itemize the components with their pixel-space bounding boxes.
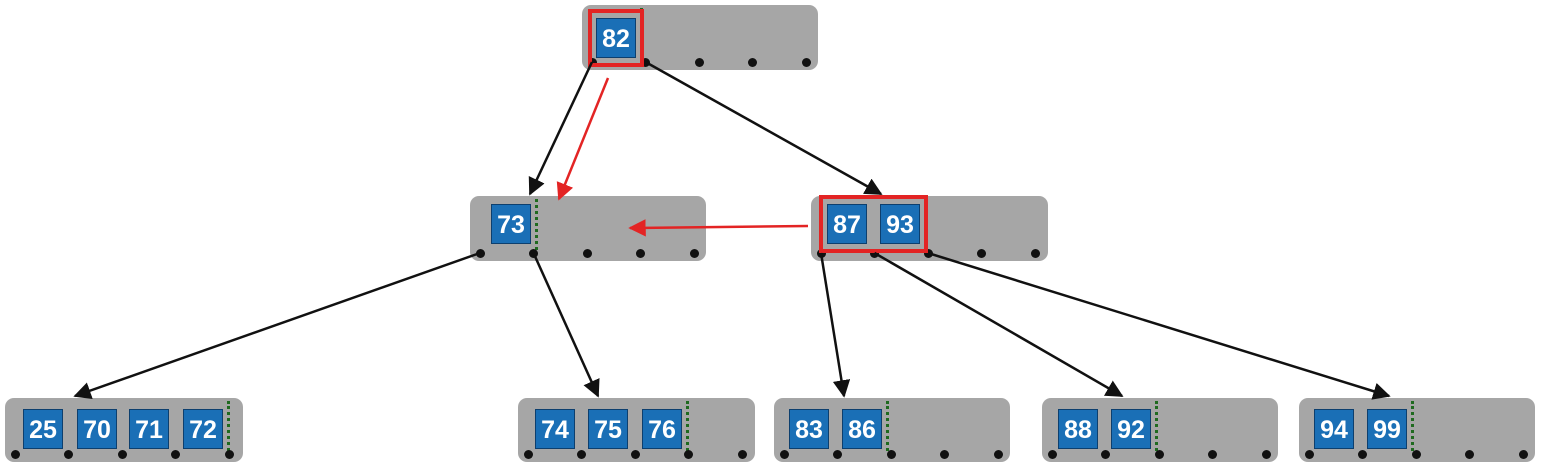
pointer-dot-leaf5-3 bbox=[1465, 449, 1474, 459]
pointer-dot-leaf2-1 bbox=[577, 449, 586, 459]
key-leaf1-25: 25 bbox=[23, 409, 63, 449]
key-leaf5-94: 94 bbox=[1314, 409, 1354, 449]
key-leaf4-92: 92 bbox=[1111, 409, 1151, 449]
pointer-dot-root-4 bbox=[801, 57, 811, 67]
pointer-dot-l1b-4 bbox=[1030, 248, 1040, 258]
pointer-dot-leaf5-1 bbox=[1358, 449, 1367, 459]
pointer-dot-leaf4-2 bbox=[1154, 449, 1164, 459]
pointer-dot-leaf3-3 bbox=[940, 449, 949, 459]
key-leaf1-70: 70 bbox=[77, 409, 117, 449]
pointer-dot-l1a-2 bbox=[582, 248, 592, 258]
red-arrow-l1b-to-l1a bbox=[628, 219, 809, 237]
pointer-dot-leaf1-4 bbox=[224, 449, 234, 459]
key-leaf3-83: 83 bbox=[789, 409, 829, 449]
pointer-dot-leaf2-3 bbox=[684, 449, 693, 459]
pointer-dot-leaf5-2 bbox=[1411, 449, 1421, 459]
pointer-dot-root-2 bbox=[694, 57, 704, 67]
separator-leaf2 bbox=[686, 401, 689, 451]
key-leaf4-88: 88 bbox=[1058, 409, 1098, 449]
key-leaf2-75: 75 bbox=[588, 409, 628, 449]
pointer-dot-leaf5-0 bbox=[1304, 449, 1314, 459]
separator-leaf4 bbox=[1155, 401, 1158, 451]
pointer-dot-leaf1-0 bbox=[10, 449, 20, 459]
separator-leaf3 bbox=[886, 401, 889, 451]
pointer-dot-leaf2-0 bbox=[523, 449, 533, 459]
key-leaf2-76: 76 bbox=[642, 409, 682, 449]
pointer-dot-leaf1-1 bbox=[64, 449, 73, 459]
pointer-dot-leaf2-4 bbox=[737, 449, 747, 459]
key-l1b-93: 93 bbox=[880, 204, 920, 244]
pointer-dot-leaf3-0 bbox=[779, 449, 789, 459]
separator-leaf1 bbox=[227, 401, 230, 451]
pointer-dot-leaf4-4 bbox=[1261, 449, 1271, 459]
pointer-dot-leaf3-4 bbox=[993, 449, 1003, 459]
pointer-dot-leaf4-3 bbox=[1208, 449, 1217, 459]
pointer-dot-leaf3-2 bbox=[886, 449, 896, 459]
pointer-dot-l1b-3 bbox=[977, 248, 986, 258]
pointer-dot-leaf1-2 bbox=[117, 449, 127, 459]
edge-root-to-l1b bbox=[644, 60, 883, 196]
pointer-dot-leaf4-1 bbox=[1101, 449, 1110, 459]
highlight-l1b bbox=[819, 195, 928, 253]
pointer-dot-leaf4-0 bbox=[1047, 449, 1057, 459]
key-leaf5-99: 99 bbox=[1367, 409, 1407, 449]
pointer-dot-leaf5-4 bbox=[1518, 449, 1528, 459]
key-l1a-73: 73 bbox=[491, 204, 531, 244]
pointer-dot-leaf1-3 bbox=[171, 449, 180, 459]
highlight-root bbox=[588, 9, 644, 67]
pointer-dot-l1a-3 bbox=[636, 248, 645, 258]
red-arrow-root-to-l1a bbox=[556, 77, 610, 201]
edge-l1b-to-leaf4 bbox=[873, 251, 1124, 398]
edge-l1a-to-leaf2 bbox=[532, 252, 600, 398]
key-leaf1-72: 72 bbox=[183, 409, 223, 449]
pointer-dot-l1a-4 bbox=[689, 248, 699, 258]
key-root-82: 82 bbox=[596, 18, 636, 58]
key-leaf2-74: 74 bbox=[535, 409, 575, 449]
separator-l1a bbox=[535, 199, 538, 250]
separator-leaf5 bbox=[1411, 401, 1414, 451]
key-l1b-87: 87 bbox=[827, 204, 867, 244]
key-leaf3-86: 86 bbox=[842, 409, 882, 449]
edge-l1a-to-leaf1 bbox=[73, 251, 481, 400]
pointer-dot-leaf3-1 bbox=[833, 449, 842, 459]
pointer-dot-leaf2-2 bbox=[630, 449, 640, 459]
pointer-dot-root-3 bbox=[748, 57, 757, 67]
edge-l1b-to-leaf3 bbox=[819, 252, 851, 398]
edge-l1b-to-leaf5 bbox=[927, 251, 1391, 400]
edge-root-to-l1a bbox=[528, 61, 594, 196]
key-leaf1-71: 71 bbox=[129, 409, 169, 449]
